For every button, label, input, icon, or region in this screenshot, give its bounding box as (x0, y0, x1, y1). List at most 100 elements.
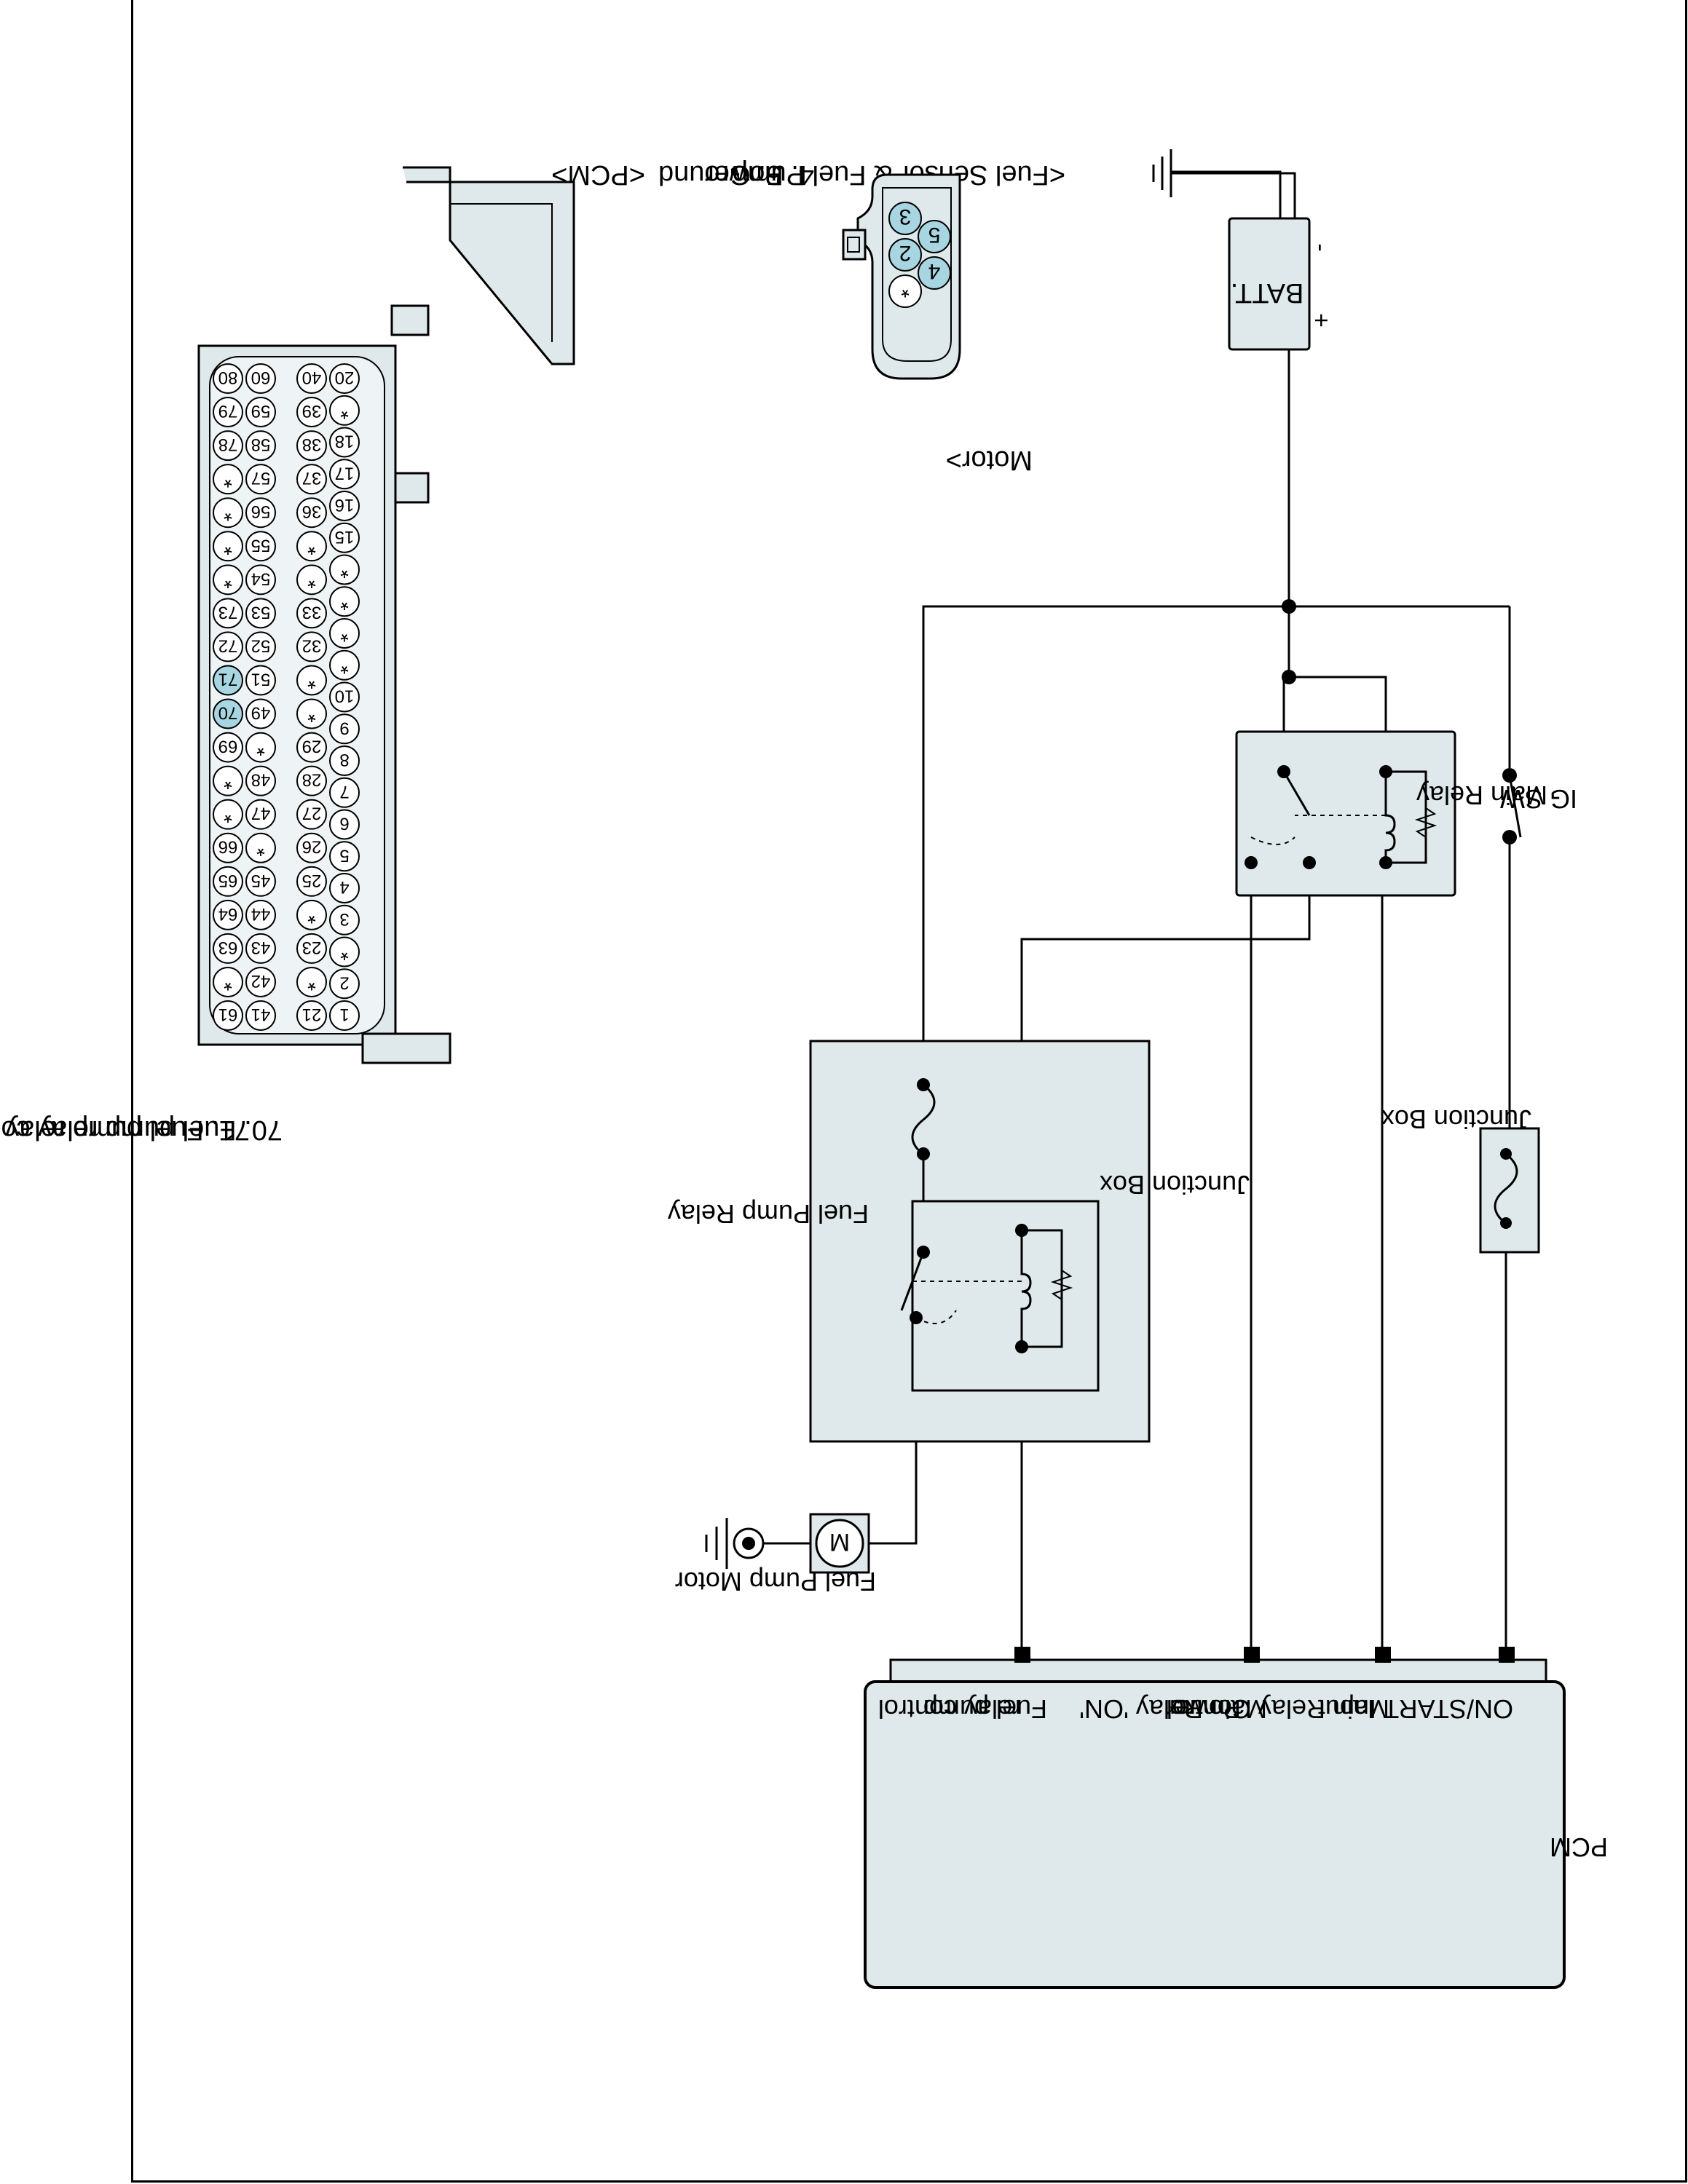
pcm-pin-label: * (224, 970, 232, 994)
pcm-pin-circle (296, 430, 327, 462)
pcm-pin-circle (296, 397, 327, 428)
pcm-pin-circle (245, 698, 276, 729)
pcm-pin-circle (213, 698, 243, 729)
pcm-pin-circle (245, 497, 276, 529)
pcm-pin-label: * (224, 467, 232, 491)
pcm-pin-circle (245, 564, 276, 596)
pcm-pin-circle (329, 554, 360, 585)
pcm-pin-label: 23 (302, 938, 322, 957)
pcm-pin-circle (245, 799, 276, 830)
pcm-terminal-on-start: ON/START Input (1318, 1694, 1513, 1724)
pcm-pin-circle (245, 1000, 276, 1031)
pcm-pin-label: 70 (218, 703, 238, 723)
pcm-pin-circle (245, 765, 276, 796)
wire-fpr-feed (922, 605, 1289, 1085)
pcm-pin-label: 40 (302, 368, 322, 387)
motor-symbol: M (829, 1528, 850, 1556)
main-relay-label: Main Relay (1416, 780, 1547, 810)
pcm-pin-circle (296, 665, 327, 696)
pcm-pin-circle (329, 1000, 360, 1031)
pcm-pin-label: * (256, 736, 265, 760)
pcm-pin-circle (213, 732, 243, 763)
pcm-pin-circle (213, 631, 243, 662)
pcm-terminal-main-relay-on: Main Relay 'ON' (1079, 1694, 1267, 1724)
pcm-pin-circle (329, 873, 360, 903)
pcm-pin-label: 26 (302, 837, 322, 857)
pcm-pin-label: 39 (302, 401, 322, 421)
pcm-pin-label: 72 (218, 636, 238, 655)
pcm-pin-circle (329, 968, 360, 1000)
pcm-pin-circle (296, 732, 327, 763)
pcm-pin-label: * (307, 534, 316, 558)
pcm-terminal-fuel-pump: Fuel pump (923, 1694, 1047, 1724)
pcm-pin-label: 2 (339, 973, 349, 992)
fuel-sensor-pin-4: 4 (928, 259, 941, 283)
pcm-pin-circle (296, 1000, 327, 1031)
pcm-pin-circle (329, 936, 360, 968)
pcm-pin-label: 25 (302, 871, 322, 890)
pcm-connector-pins: 12*345678910****15161718*2021*23*2526272… (213, 363, 360, 1031)
fuel-pump-motor-label: Fuel Pump Motor (675, 1567, 876, 1597)
pcm-pin-circle (245, 732, 276, 763)
pcm-pin-circle (329, 491, 360, 521)
pcm-pin-circle (245, 966, 276, 997)
pcm-pin-circle (296, 899, 327, 930)
pcm-pin-label: 73 (218, 602, 238, 622)
pcm-pin-circle (296, 698, 327, 729)
pcm-terminal-relay-control: relay control (878, 1694, 1021, 1724)
pcm-pin-label: 63 (218, 938, 238, 957)
pcm-terminal-main-relay-control: Main Relay Control (1167, 1694, 1389, 1724)
pcm-pin-circle (213, 1000, 243, 1031)
pcm-pin-circle (329, 809, 360, 840)
pcm-pin-circle (296, 531, 327, 562)
pcm-pin-label: 36 (302, 502, 322, 521)
pcm-pin-label: 6 (339, 814, 349, 834)
pcm-pin-circle (213, 832, 243, 863)
pcm-pin-circle (245, 363, 276, 394)
pcm-pin-circle (245, 464, 276, 495)
pcm-pin-label: * (224, 501, 232, 525)
pcm-pin-label: 28 (302, 770, 322, 790)
pcm-pin-label: 59 (251, 401, 271, 421)
pcm-pin-label: * (340, 654, 349, 678)
pcm-pin-label: * (224, 534, 232, 558)
pcm-pin-circle (329, 713, 360, 745)
pcm-pin-label: 71 (218, 669, 238, 689)
pcm-pin-circle (296, 363, 327, 394)
pcm-pin-circle (213, 665, 243, 696)
pcm-pin-circle (213, 363, 243, 394)
pcm-pin-label: * (256, 836, 265, 860)
pcm-pin-label: 41 (251, 1005, 271, 1024)
pcm-pin-circle (329, 649, 360, 681)
junction-box-ig-label: Junction Box (1381, 1104, 1531, 1134)
junction-box-ig: Junction Box (1381, 1104, 1540, 1254)
pcm-label: PCM (1550, 1832, 1608, 1862)
pcm-pin-circle (213, 966, 243, 997)
pcm-pin-circle (213, 564, 243, 596)
pcm-pin-label: 15 (335, 527, 355, 547)
pcm-pin-label: 56 (251, 502, 271, 521)
pcm-pin-label: 45 (251, 871, 271, 890)
pcm-pin-circle (296, 765, 327, 796)
page-frame (131, 0, 1687, 2183)
pcm-pin-label: 32 (302, 636, 322, 655)
pcm-pin-circle (296, 966, 327, 997)
pcm-pin-circle (296, 866, 327, 897)
pcm-pin-circle (329, 618, 360, 649)
pcm-pin-circle (245, 832, 276, 863)
pcm-pin-circle (329, 841, 360, 872)
pcm-pin-label: 38 (302, 435, 322, 454)
pcm-pin-circle (213, 899, 243, 930)
fuel-sensor-pin-star: * (901, 277, 910, 301)
fuel-sensor-legend-power: 4. Power (705, 159, 814, 190)
pcm-pin-circle (213, 598, 243, 629)
pcm-pin-circle (296, 497, 327, 529)
pcm-pin-circle (329, 681, 360, 713)
battery: BATT. - + (1228, 217, 1335, 351)
junction-box-fpr-label: Junction Box (1100, 1170, 1250, 1200)
pcm-pin-label: 18 (335, 432, 355, 451)
pcm-pin-circle (213, 866, 243, 897)
pcm-pin-circle (296, 799, 327, 830)
